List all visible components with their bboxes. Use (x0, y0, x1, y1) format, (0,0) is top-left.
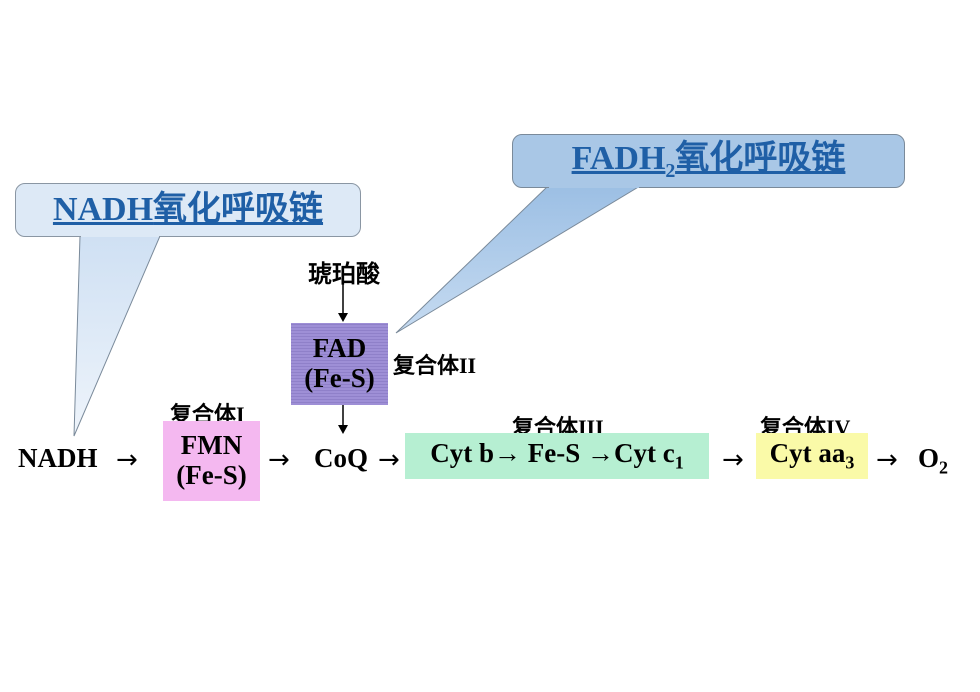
nadh-callout-title: NADH氧化呼吸链 (52, 191, 324, 229)
o2-label: O2 (918, 443, 949, 478)
complex-iv-content: Cyt aa3 (769, 437, 855, 473)
succinate-arrow (338, 283, 348, 322)
complex-i-line1: FMN (180, 430, 243, 461)
complex-ii-box: FAD (Fe-S) (291, 323, 388, 405)
coq-label: CoQ (314, 443, 368, 473)
complex-iv-box: Cyt aa3 (756, 433, 868, 479)
arrow-nadh-to-c1: → (116, 445, 138, 475)
nadh-label: NADH (18, 443, 98, 473)
complex-ii-line2: (Fe-S) (304, 363, 375, 393)
fadh2-callout-title: FADH2氧化呼吸链 (571, 140, 846, 182)
complex-i-box: FMN (Fe-S) (163, 421, 260, 501)
complex-i-line2: (Fe-S) (176, 460, 247, 490)
arrow-coq-to-c3: → (378, 445, 400, 475)
complex-iii-content: Cyt b→ Fe-S →Cyt c1 (430, 437, 684, 473)
succinate-label: 琥珀酸 (308, 262, 380, 288)
complex-ii-label: 复合体II (393, 353, 477, 378)
arrow-c1-to-coq: → (268, 445, 290, 475)
nadh-callout-tail (73, 235, 161, 437)
fadh2-callout-tail (395, 185, 642, 334)
nadh-callout: NADH氧化呼吸链 (15, 183, 361, 237)
arrow-c4-to-o2: → (876, 445, 898, 475)
complex-iii-box: Cyt b→ Fe-S →Cyt c1 (405, 433, 709, 479)
nadh-callout-seam (81, 233, 159, 237)
fadh2-callout-seam (549, 184, 639, 188)
fad-to-coq-arrow (338, 405, 348, 434)
fadh2-callout: FADH2氧化呼吸链 (512, 134, 905, 188)
arrow-c3-to-c4: → (722, 445, 744, 475)
complex-ii-line1: FAD (312, 333, 367, 364)
